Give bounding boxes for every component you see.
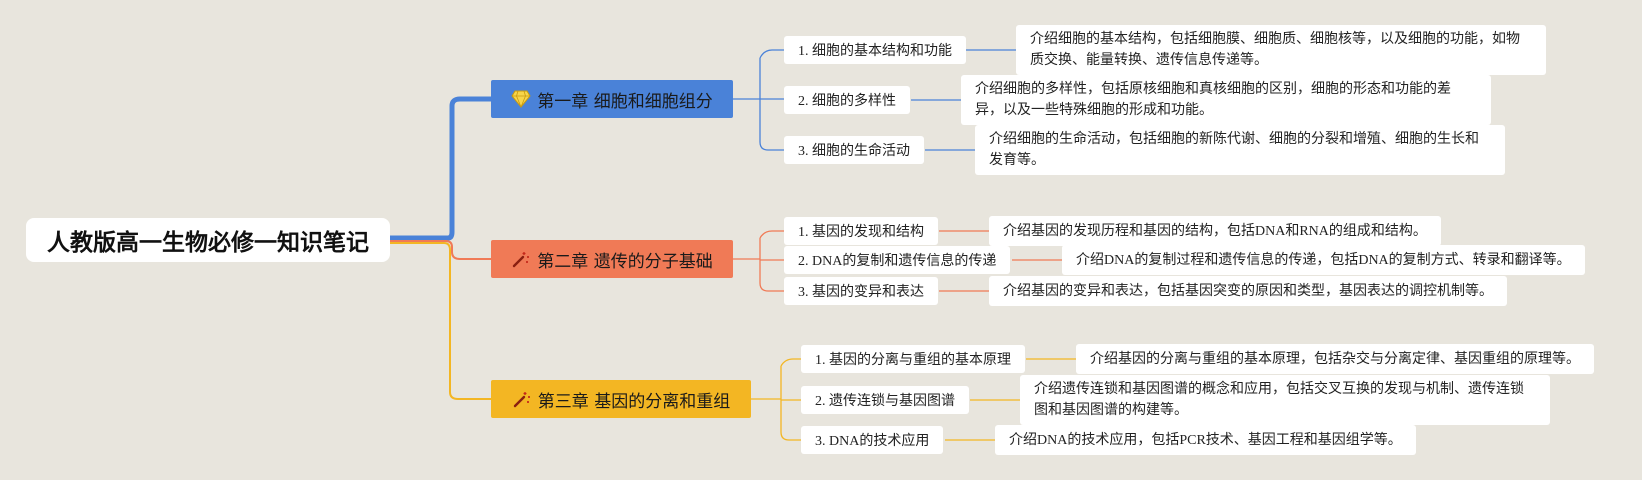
topic-node-3-2[interactable]: 2. 遗传连锁与基因图谱 <box>801 386 969 414</box>
description-node-2-2[interactable]: 介绍DNA的复制过程和遗传信息的传递，包括DNA的复制方式、转录和翻译等。 <box>1062 245 1585 275</box>
description-node-1-1[interactable]: 介绍细胞的基本结构，包括细胞膜、细胞质、细胞核等，以及细胞的功能，如物质交换、能… <box>1016 25 1546 75</box>
topic-label: 2. 细胞的多样性 <box>798 94 896 109</box>
topic-label: 1. 基因的发现和结构 <box>798 225 924 240</box>
link-ch1-items <box>733 49 784 151</box>
chapter-3-title: 第三章 基因的分离和重组 <box>537 391 731 412</box>
link-ch3-items <box>751 358 801 441</box>
description-node-2-3[interactable]: 介绍基因的变异和表达，包括基因突变的原因和类型，基因表达的调控机制等。 <box>989 276 1507 306</box>
diamond-icon <box>511 90 531 108</box>
topic-label: 3. DNA的技术应用 <box>815 434 930 449</box>
chapter-1-title: 第一章 细胞和细胞组分 <box>537 91 713 112</box>
topic-label: 1. 基因的分离与重组的基本原理 <box>815 353 1011 368</box>
magic-wand-icon <box>512 390 532 408</box>
link-root-ch1 <box>390 96 491 241</box>
root-title: 人教版高一生物必修一知识笔记 <box>47 230 369 256</box>
description-text: 介绍细胞的生命活动，包括细胞的新陈代谢、细胞的分裂和增殖、细胞的生长和发育等。 <box>989 132 1479 168</box>
topic-label: 3. 基因的变异和表达 <box>798 285 924 300</box>
topic-label: 2. 遗传连锁与基因图谱 <box>815 394 955 409</box>
topic-node-2-2[interactable]: 2. DNA的复制和遗传信息的传递 <box>784 246 1011 274</box>
topic-node-1-1[interactable]: 1. 细胞的基本结构和功能 <box>784 36 966 64</box>
description-node-3-2[interactable]: 介绍遗传连锁和基因图谱的概念和应用，包括交叉互换的发现与机制、遗传连锁图和基因图… <box>1020 375 1550 425</box>
description-text: 介绍细胞的基本结构，包括细胞膜、细胞质、细胞核等，以及细胞的功能，如物质交换、能… <box>1030 32 1520 68</box>
description-node-2-1[interactable]: 介绍基因的发现历程和基因的结构，包括DNA和RNA的组成和结构。 <box>989 216 1441 246</box>
topic-node-1-2[interactable]: 2. 细胞的多样性 <box>784 86 910 114</box>
link-ch2-items <box>733 230 784 292</box>
link-root-ch3 <box>390 242 491 400</box>
topic-node-1-3[interactable]: 3. 细胞的生命活动 <box>784 136 924 164</box>
topic-node-3-3[interactable]: 3. DNA的技术应用 <box>801 426 944 454</box>
topic-label: 2. DNA的复制和遗传信息的传递 <box>798 254 997 269</box>
description-text: 介绍基因的分离与重组的基本原理，包括杂交与分离定律、基因重组的原理等。 <box>1090 351 1580 367</box>
description-text: 介绍基因的变异和表达，包括基因突变的原因和类型，基因表达的调控机制等。 <box>1003 283 1493 299</box>
description-text: 介绍DNA的技术应用，包括PCR技术、基因工程和基因组学等。 <box>1009 432 1402 448</box>
description-node-3-3[interactable]: 介绍DNA的技术应用，包括PCR技术、基因工程和基因组学等。 <box>995 425 1416 455</box>
description-text: 介绍细胞的多样性，包括原核细胞和真核细胞的区别，细胞的形态和功能的差异，以及一些… <box>975 82 1451 118</box>
magic-wand-icon <box>511 250 531 268</box>
description-text: 介绍DNA的复制过程和遗传信息的传递，包括DNA的复制方式、转录和翻译等。 <box>1076 252 1571 268</box>
chapter-3-node[interactable]: 第三章 基因的分离和重组 <box>491 380 751 418</box>
topic-label: 1. 细胞的基本结构和功能 <box>798 44 952 59</box>
description-text: 介绍基因的发现历程和基因的结构，包括DNA和RNA的组成和结构。 <box>1003 223 1427 239</box>
topic-node-2-1[interactable]: 1. 基因的发现和结构 <box>784 217 938 245</box>
chapter-1-node[interactable]: 第一章 细胞和细胞组分 <box>491 80 733 118</box>
root-node[interactable]: 人教版高一生物必修一知识笔记 <box>26 218 390 262</box>
topic-node-3-1[interactable]: 1. 基因的分离与重组的基本原理 <box>801 345 1025 373</box>
chapter-2-node[interactable]: 第二章 遗传的分子基础 <box>491 240 733 278</box>
description-node-1-3[interactable]: 介绍细胞的生命活动，包括细胞的新陈代谢、细胞的分裂和增殖、细胞的生长和发育等。 <box>975 125 1505 175</box>
description-text: 介绍遗传连锁和基因图谱的概念和应用，包括交叉互换的发现与机制、遗传连锁图和基因图… <box>1034 382 1524 418</box>
topic-label: 3. 细胞的生命活动 <box>798 144 910 159</box>
description-node-1-2[interactable]: 介绍细胞的多样性，包括原核细胞和真核细胞的区别，细胞的形态和功能的差异，以及一些… <box>961 75 1491 125</box>
description-node-3-1[interactable]: 介绍基因的分离与重组的基本原理，包括杂交与分离定律、基因重组的原理等。 <box>1076 344 1594 374</box>
link-root-ch2 <box>390 240 491 260</box>
topic-node-2-3[interactable]: 3. 基因的变异和表达 <box>784 277 938 305</box>
chapter-2-title: 第二章 遗传的分子基础 <box>537 251 713 272</box>
